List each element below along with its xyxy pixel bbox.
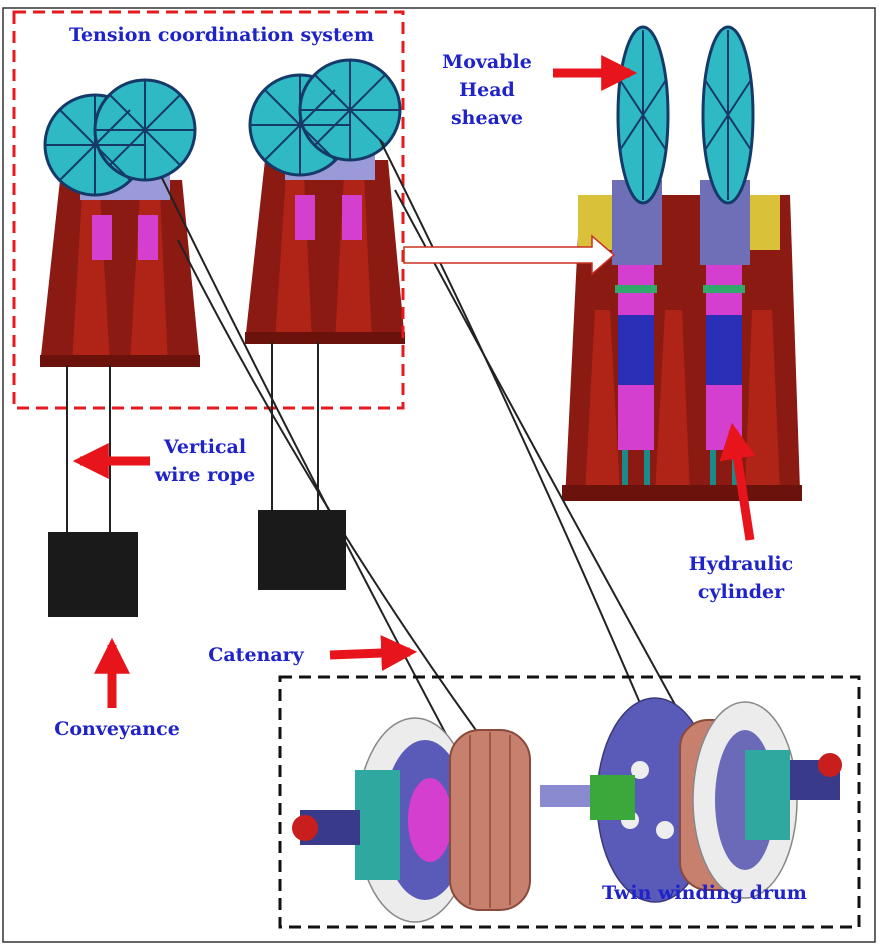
conveyance-label: Conveyance [54, 718, 180, 740]
twin-winding-drum: Twin winding drum [278, 675, 861, 929]
hydraulic-label-line1: Hydraulic [689, 553, 793, 575]
tension-system-group: Tension coordination system [12, 10, 405, 410]
tension-system-label: Tension coordination system [69, 24, 374, 46]
wire-rope-label-line1: Vertical [163, 436, 246, 458]
drum-box [278, 675, 861, 929]
conveyance-box [48, 532, 138, 617]
head-sheave-label-line1: Movable [442, 51, 532, 73]
hydraulic-label-line2: cylinder [698, 581, 785, 603]
tension-system-box [12, 10, 405, 410]
catenary-label: Catenary [208, 644, 304, 666]
catenary-arrow [329, 635, 418, 672]
head-sheave-label-line2: Head [459, 79, 515, 101]
drum-label: Twin winding drum [602, 882, 807, 904]
conveyance-box [258, 510, 346, 590]
wire-rope-label-line2: wire rope [154, 464, 255, 486]
sheave-tower-right [245, 58, 405, 344]
hydraulic-arrow [719, 422, 756, 541]
enlarged-sheave-assembly [562, 25, 802, 501]
sheave-tower-left [40, 78, 200, 367]
head-sheave-label-line3: sheave [451, 107, 523, 129]
zoom-arrow [403, 234, 616, 276]
